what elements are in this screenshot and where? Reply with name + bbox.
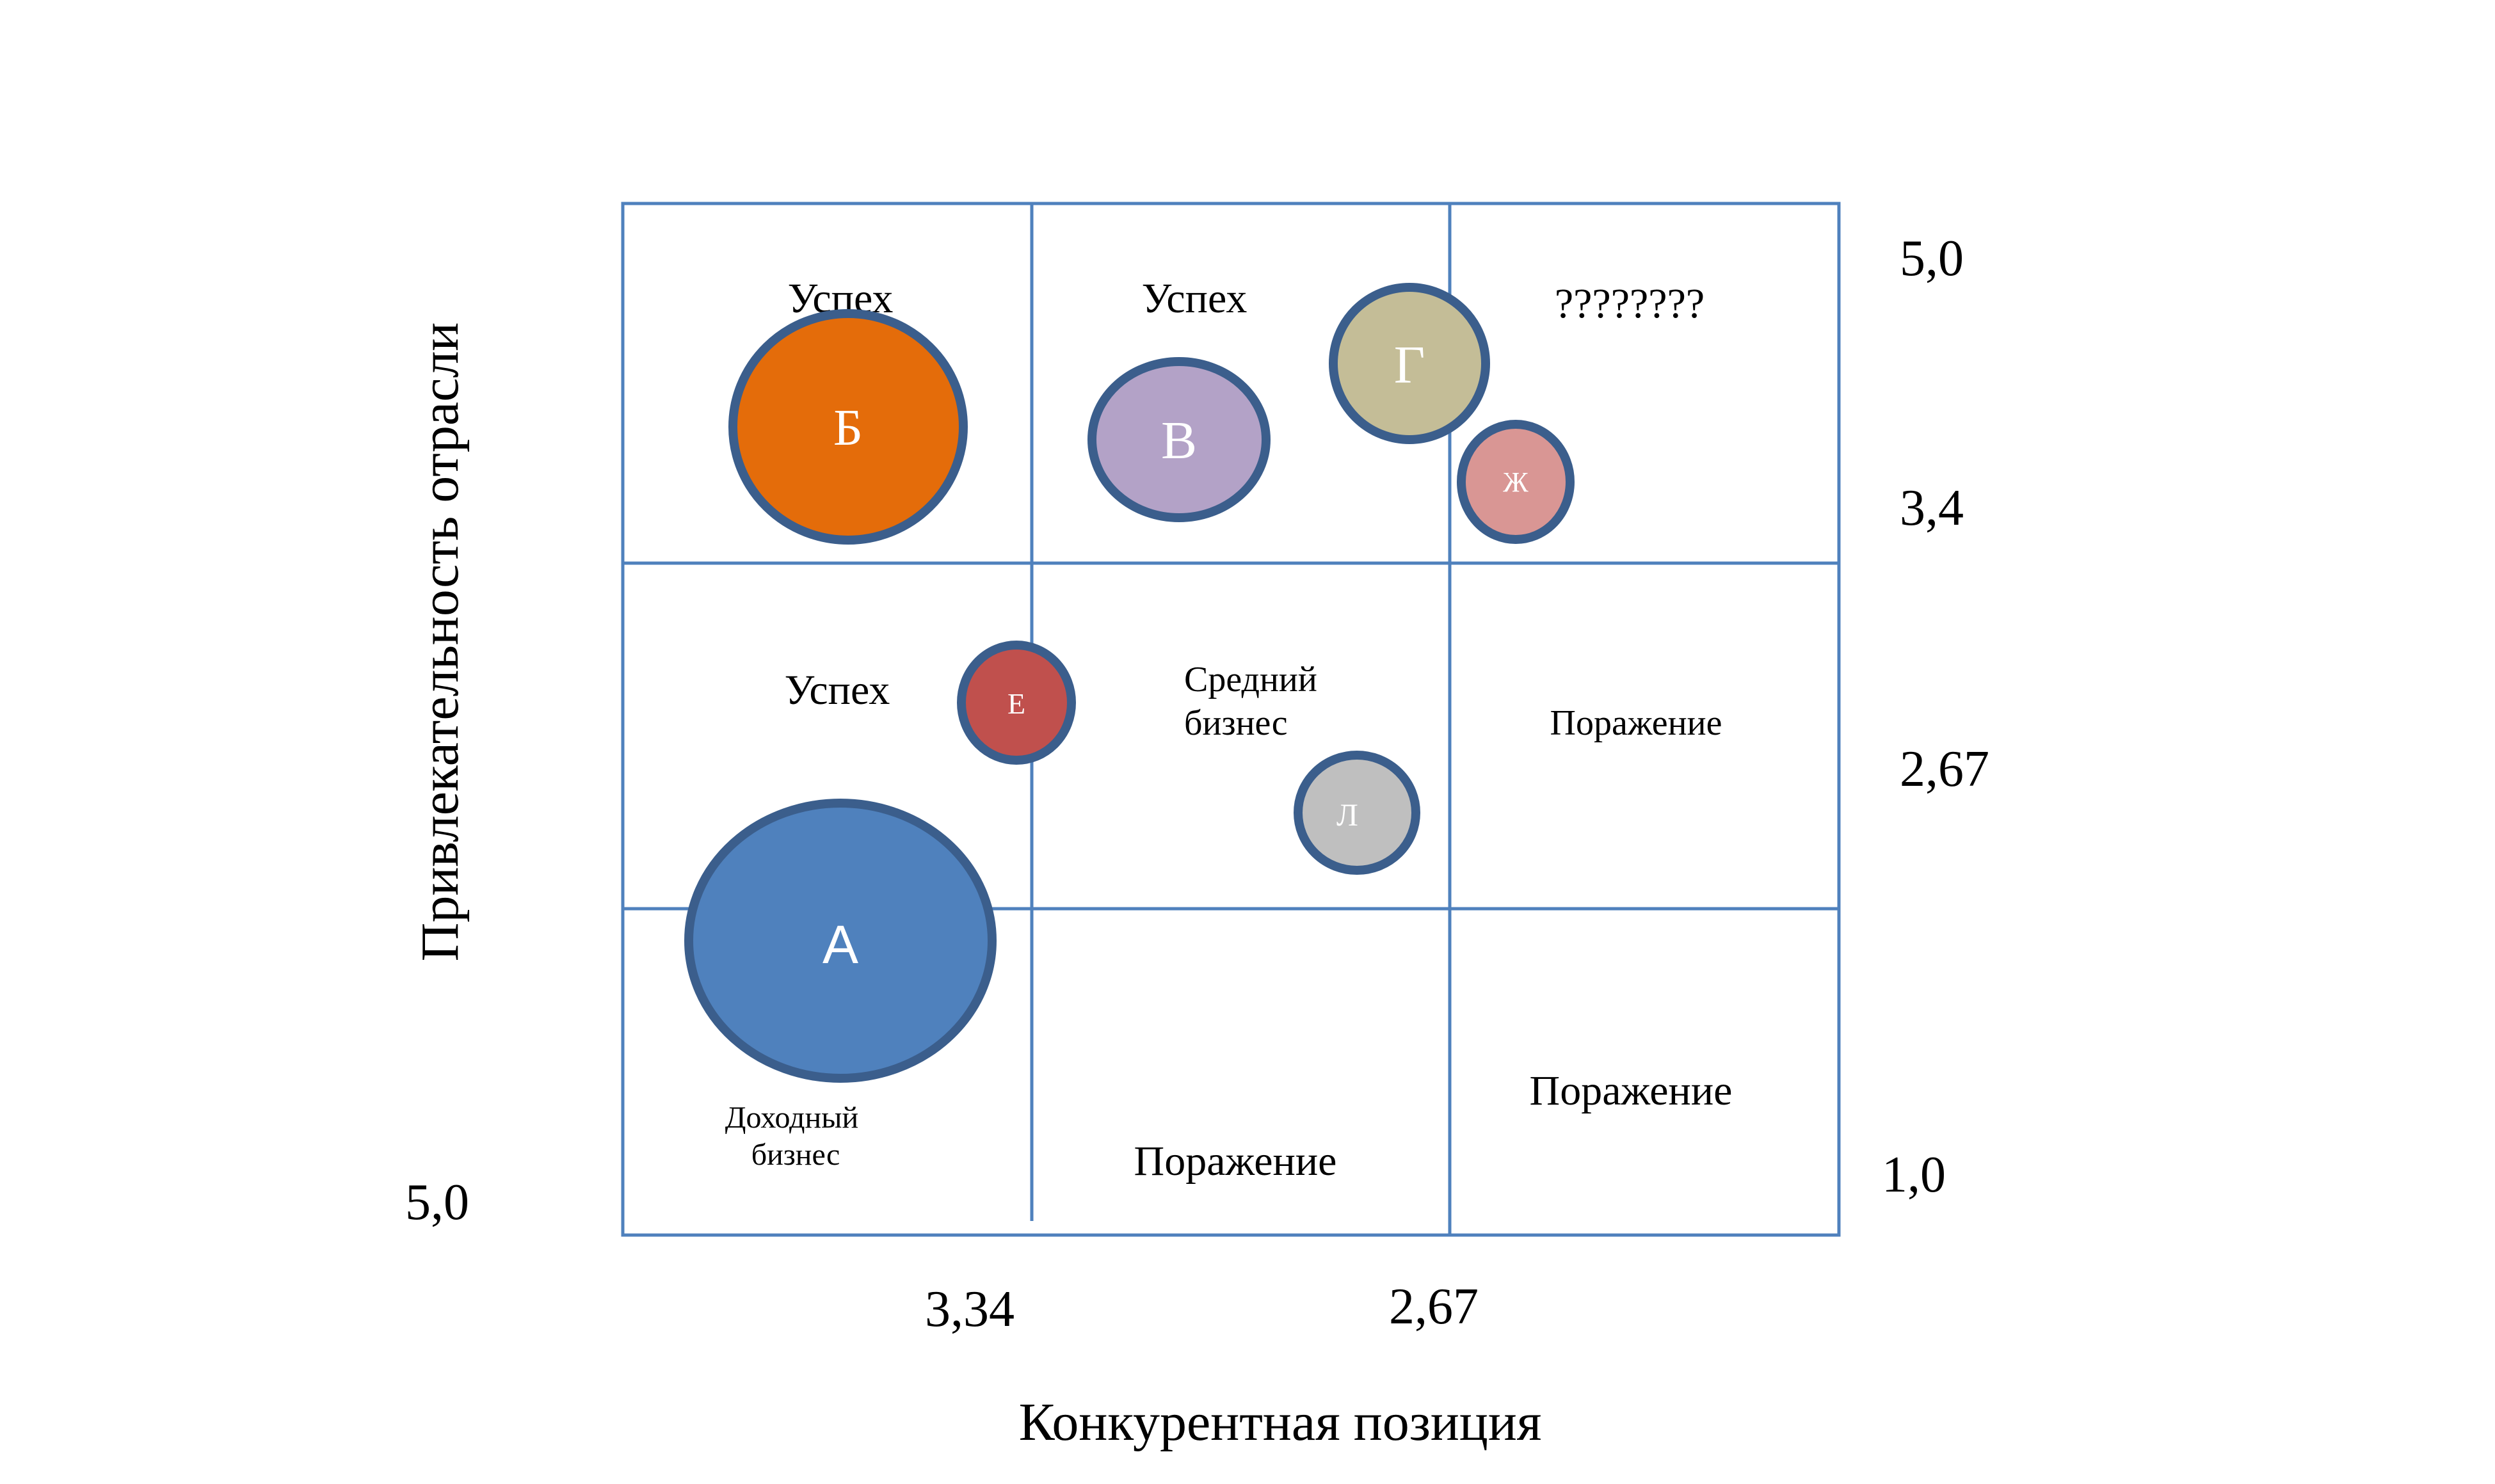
bubble-zh-shape bbox=[1457, 420, 1575, 544]
bubble-e-label: Е bbox=[1007, 687, 1025, 720]
bubble-zh: Ж bbox=[1457, 420, 1575, 544]
x-tick-3-34: 3,34 bbox=[925, 1281, 1015, 1337]
cell-label-r1c2: Успех bbox=[1142, 275, 1248, 322]
cell-label-r3c1-line2: бизнес bbox=[751, 1138, 840, 1172]
cell-labels: Успех Успех ???????? Успех Средний бизне… bbox=[725, 275, 1733, 1185]
bubble-a: А bbox=[684, 799, 997, 1083]
x-tick-2-67: 2,67 bbox=[1389, 1279, 1479, 1335]
cell-label-r2c2-line1: Средний bbox=[1184, 660, 1317, 699]
bubble-zh-label: Ж bbox=[1503, 467, 1528, 498]
bubble-l: Л bbox=[1294, 751, 1420, 875]
bubble-v: В bbox=[1087, 357, 1271, 522]
bubble-e-shape bbox=[957, 641, 1076, 765]
bubble-g-shape bbox=[1329, 283, 1490, 444]
cell-label-r2c2: Средний бизнес bbox=[1184, 660, 1326, 743]
bubble-b-shape bbox=[728, 309, 968, 545]
bubble-e: Е bbox=[957, 641, 1076, 765]
axis-ticks: 5,0 3,34 2,67 5,0 3,4 2,67 1,0 bbox=[405, 230, 1989, 1337]
bubbles: Б В Г Ж Е Л А bbox=[684, 283, 1575, 1083]
bubble-l-shape bbox=[1294, 751, 1420, 875]
cell-label-r1c3: ???????? bbox=[1555, 280, 1705, 327]
cell-label-r3c3: Поражение bbox=[1530, 1067, 1733, 1114]
bubble-v-shape bbox=[1087, 357, 1271, 522]
bubble-v-label: В bbox=[1161, 411, 1197, 470]
bubble-b: Б bbox=[728, 309, 968, 545]
bubble-a-label: А bbox=[822, 914, 858, 975]
cell-label-r2c3: Поражение bbox=[1550, 703, 1722, 743]
y-axis-title: Привлекательность отрасли bbox=[410, 323, 470, 962]
bubble-l-label: Л bbox=[1336, 797, 1358, 833]
matrix-frame bbox=[621, 202, 1841, 1237]
cell-label-r3c1: Доходный бизнес bbox=[725, 1101, 866, 1172]
x-axis-title: Конкурентная позиция bbox=[1019, 1392, 1542, 1452]
cell-label-r2c1: Успех bbox=[785, 667, 890, 714]
bubble-b-label: Б bbox=[833, 400, 863, 456]
cell-label-r2c2-line2: бизнес bbox=[1184, 703, 1288, 743]
bubble-a-shape bbox=[684, 799, 997, 1083]
bubble-g: Г bbox=[1329, 283, 1490, 444]
y-tick-3-4: 3,4 bbox=[1900, 480, 1964, 536]
y-tick-5-0: 5,0 bbox=[1900, 230, 1964, 287]
cell-label-r3c1-line1: Доходный bbox=[725, 1101, 858, 1135]
y-tick-1-0: 1,0 bbox=[1882, 1147, 1946, 1203]
cell-label-r3c2: Поражение bbox=[1134, 1138, 1337, 1185]
y-tick-2-67: 2,67 bbox=[1900, 741, 1989, 797]
bubble-g-label: Г bbox=[1394, 335, 1425, 395]
x-tick-5-0: 5,0 bbox=[405, 1174, 469, 1231]
